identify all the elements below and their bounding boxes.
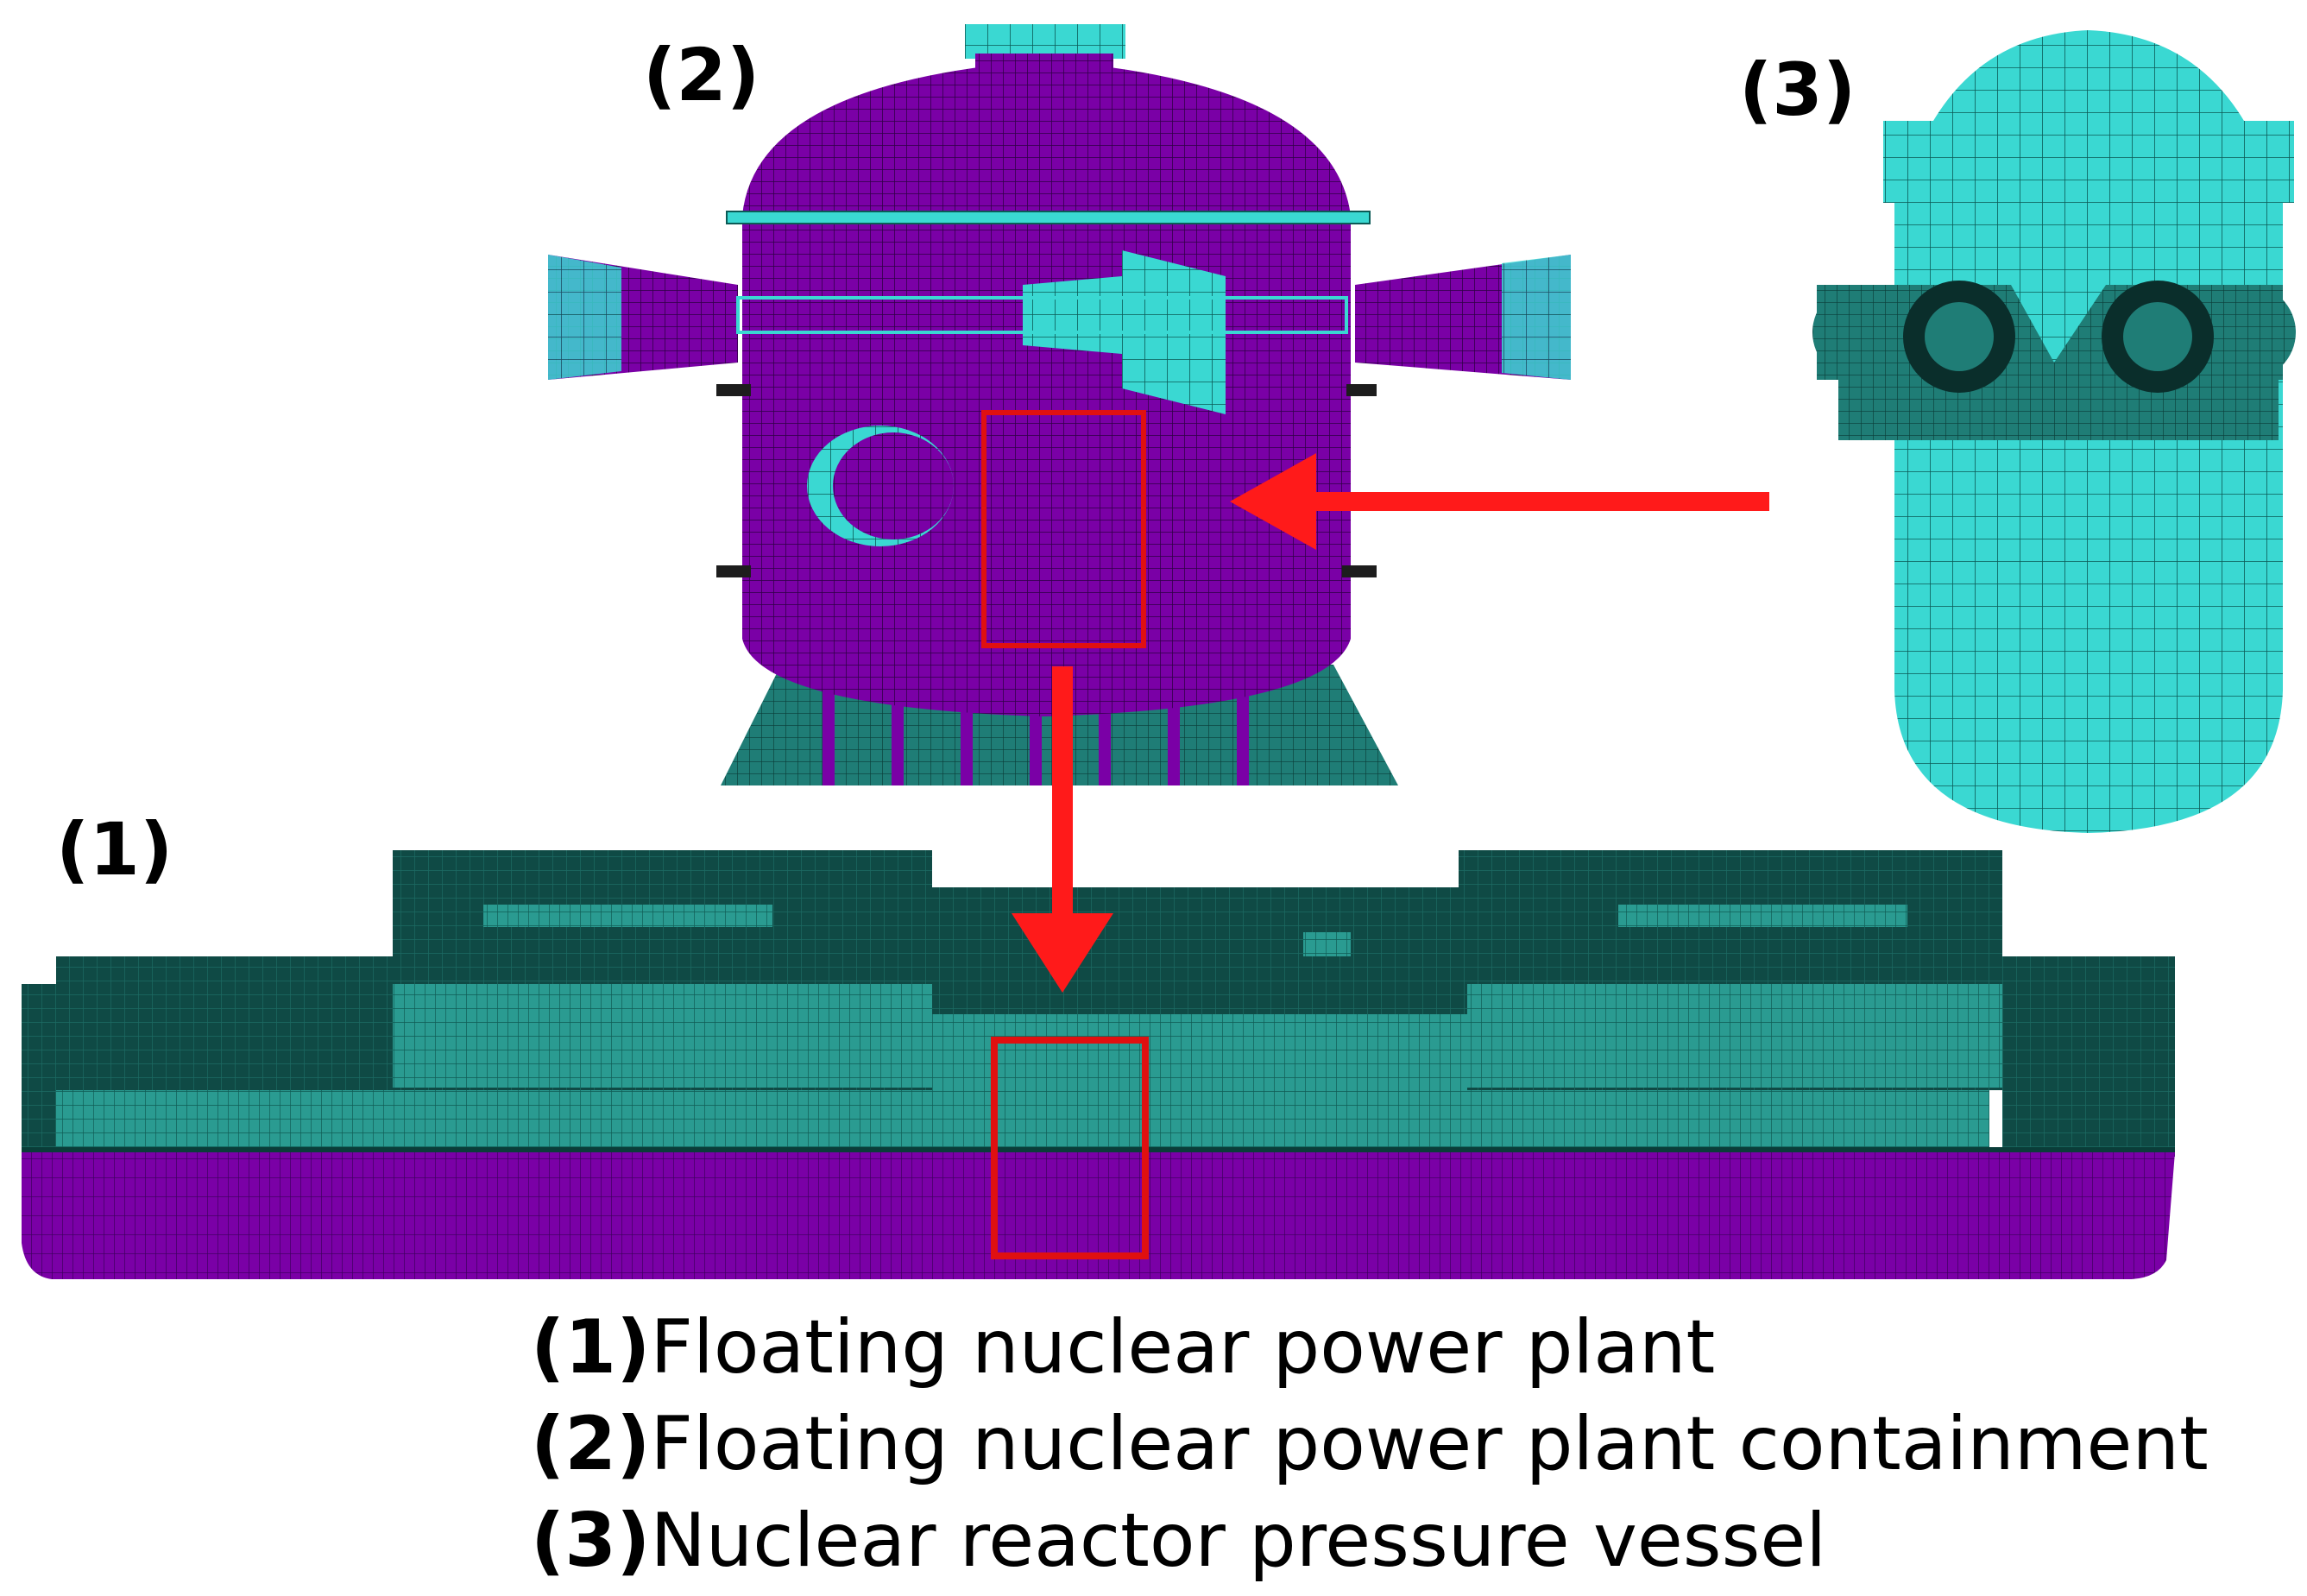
arrow-vessel-to-containment	[1230, 453, 1769, 550]
hull-model	[22, 850, 2175, 1279]
label-part-1: (1)	[56, 807, 173, 892]
containment-highlight-box	[981, 410, 1146, 648]
containment-model	[548, 24, 1571, 785]
legend-number: (3)	[531, 1498, 651, 1584]
legend-item-1: (1)Floating nuclear power plant	[531, 1310, 1715, 1385]
pressure-vessel-model	[1812, 30, 2296, 833]
legend-text: Nuclear reactor pressure vessel	[650, 1498, 1827, 1584]
legend-item-2: (2)Floating nuclear power plant containm…	[531, 1407, 2209, 1481]
arrow-containment-to-hull	[1012, 666, 1113, 993]
legend-number: (2)	[531, 1401, 651, 1487]
label-part-3: (3)	[1739, 47, 1856, 132]
legend-text: Floating nuclear power plant containment	[650, 1401, 2209, 1487]
legend-text: Floating nuclear power plant	[650, 1304, 1716, 1391]
hull-highlight-box	[991, 1037, 1149, 1259]
legend-item-3: (3)Nuclear reactor pressure vessel	[531, 1504, 1826, 1578]
label-part-2: (2)	[643, 33, 760, 117]
legend-number: (1)	[531, 1304, 651, 1391]
